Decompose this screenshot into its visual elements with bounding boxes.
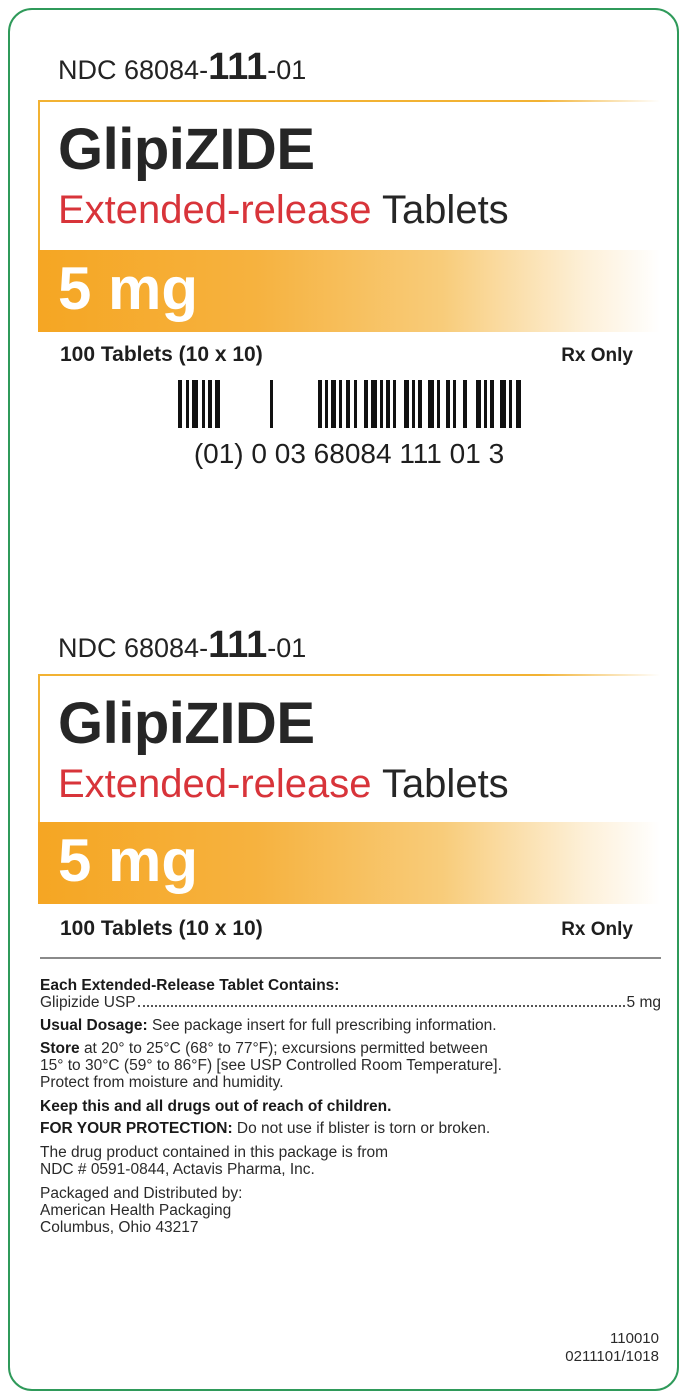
item-code: 110010 bbox=[610, 1330, 659, 1347]
ingredient-amount: 5 mg bbox=[626, 994, 661, 1011]
drug-name: GlipiZIDE bbox=[58, 117, 315, 182]
barcode-number: (01) 0 03 68084 111 01 3 bbox=[193, 438, 505, 469]
divider bbox=[40, 957, 661, 959]
dosage-form: Tablets bbox=[381, 762, 509, 806]
usual-dosage: Usual Dosage: See package insert for ful… bbox=[40, 1017, 665, 1034]
release-type: Extended-release bbox=[58, 762, 372, 806]
distributor-line-1: Packaged and Distributed by: bbox=[40, 1185, 243, 1202]
drug-title-box: GlipiZIDE Extended-release Tablets bbox=[38, 100, 660, 250]
dosage-text: See package insert for full prescribing … bbox=[151, 1017, 497, 1034]
ingredient-line: Glipizide USP 5 mg bbox=[40, 994, 661, 1011]
drug-name: GlipiZIDE bbox=[58, 691, 315, 756]
storage-line-3: Protect from moisture and humidity. bbox=[40, 1074, 284, 1091]
storage-line-2: 15° to 30°C (59° to 86°F) [see USP Contr… bbox=[40, 1057, 502, 1074]
dot-leader bbox=[137, 1005, 625, 1007]
children-warning: Keep this and all drugs out of reach of … bbox=[40, 1098, 392, 1115]
drug-subtitle: Extended-release Tablets bbox=[58, 762, 509, 807]
ndc-suffix: -01 bbox=[267, 55, 307, 85]
ndc-code: NDC 68084-111-01 bbox=[58, 624, 306, 667]
release-type: Extended-release bbox=[58, 188, 372, 232]
ingredient-name: Glipizide USP bbox=[40, 994, 136, 1011]
contains-heading: Each Extended-Release Tablet Contains: bbox=[40, 977, 340, 994]
distributor-line-3: Columbus, Ohio 43217 bbox=[40, 1219, 199, 1236]
ndc-product: 111 bbox=[208, 46, 268, 88]
strength: 5 mg bbox=[58, 255, 199, 322]
source-line-2: NDC # 0591-0844, Actavis Pharma, Inc. bbox=[40, 1161, 315, 1178]
dosage-form: Tablets bbox=[381, 188, 509, 232]
source-line-1: The drug product contained in this packa… bbox=[40, 1144, 389, 1161]
rx-only: Rx Only bbox=[561, 345, 633, 366]
ndc-prefix: NDC 68084- bbox=[58, 633, 209, 663]
rx-only: Rx Only bbox=[561, 919, 633, 940]
distributor-line-2: American Health Packaging bbox=[40, 1202, 232, 1219]
storage-line-1: Store at 20° to 25°C (68° to 77°F); excu… bbox=[40, 1040, 665, 1057]
protection-text: Do not use if blister is torn or broken. bbox=[236, 1120, 491, 1137]
ndc-product: 111 bbox=[208, 624, 268, 666]
label-codes: 110010 0211101/1018 bbox=[565, 1330, 659, 1366]
drug-title-box: GlipiZIDE Extended-release Tablets bbox=[38, 674, 660, 824]
store-text-1: at 20° to 25°C (68° to 77°F); excursions… bbox=[83, 1040, 488, 1057]
ndc-prefix: NDC 68084- bbox=[58, 55, 209, 85]
ndc-code: NDC 68084-111-01 bbox=[58, 46, 306, 89]
label-code: 0211101/1018 bbox=[565, 1348, 659, 1365]
dosage-label: Usual Dosage: bbox=[40, 1017, 148, 1034]
strength-band: 5 mg bbox=[38, 250, 660, 332]
package-count: 100 Tablets (10 x 10) bbox=[60, 343, 263, 366]
strength-band: 5 mg bbox=[38, 822, 660, 904]
protection-line: FOR YOUR PROTECTION: Do not use if blist… bbox=[40, 1120, 665, 1137]
store-label: Store bbox=[40, 1040, 80, 1057]
label-border bbox=[8, 8, 679, 1391]
drug-subtitle: Extended-release Tablets bbox=[58, 188, 509, 233]
strength: 5 mg bbox=[58, 827, 199, 894]
barcode-image bbox=[178, 380, 521, 428]
package-count: 100 Tablets (10 x 10) bbox=[60, 917, 263, 940]
ndc-suffix: -01 bbox=[267, 633, 307, 663]
label-information: Each Extended-Release Tablet Contains: G… bbox=[40, 977, 665, 1236]
protection-label: FOR YOUR PROTECTION: bbox=[40, 1120, 233, 1137]
